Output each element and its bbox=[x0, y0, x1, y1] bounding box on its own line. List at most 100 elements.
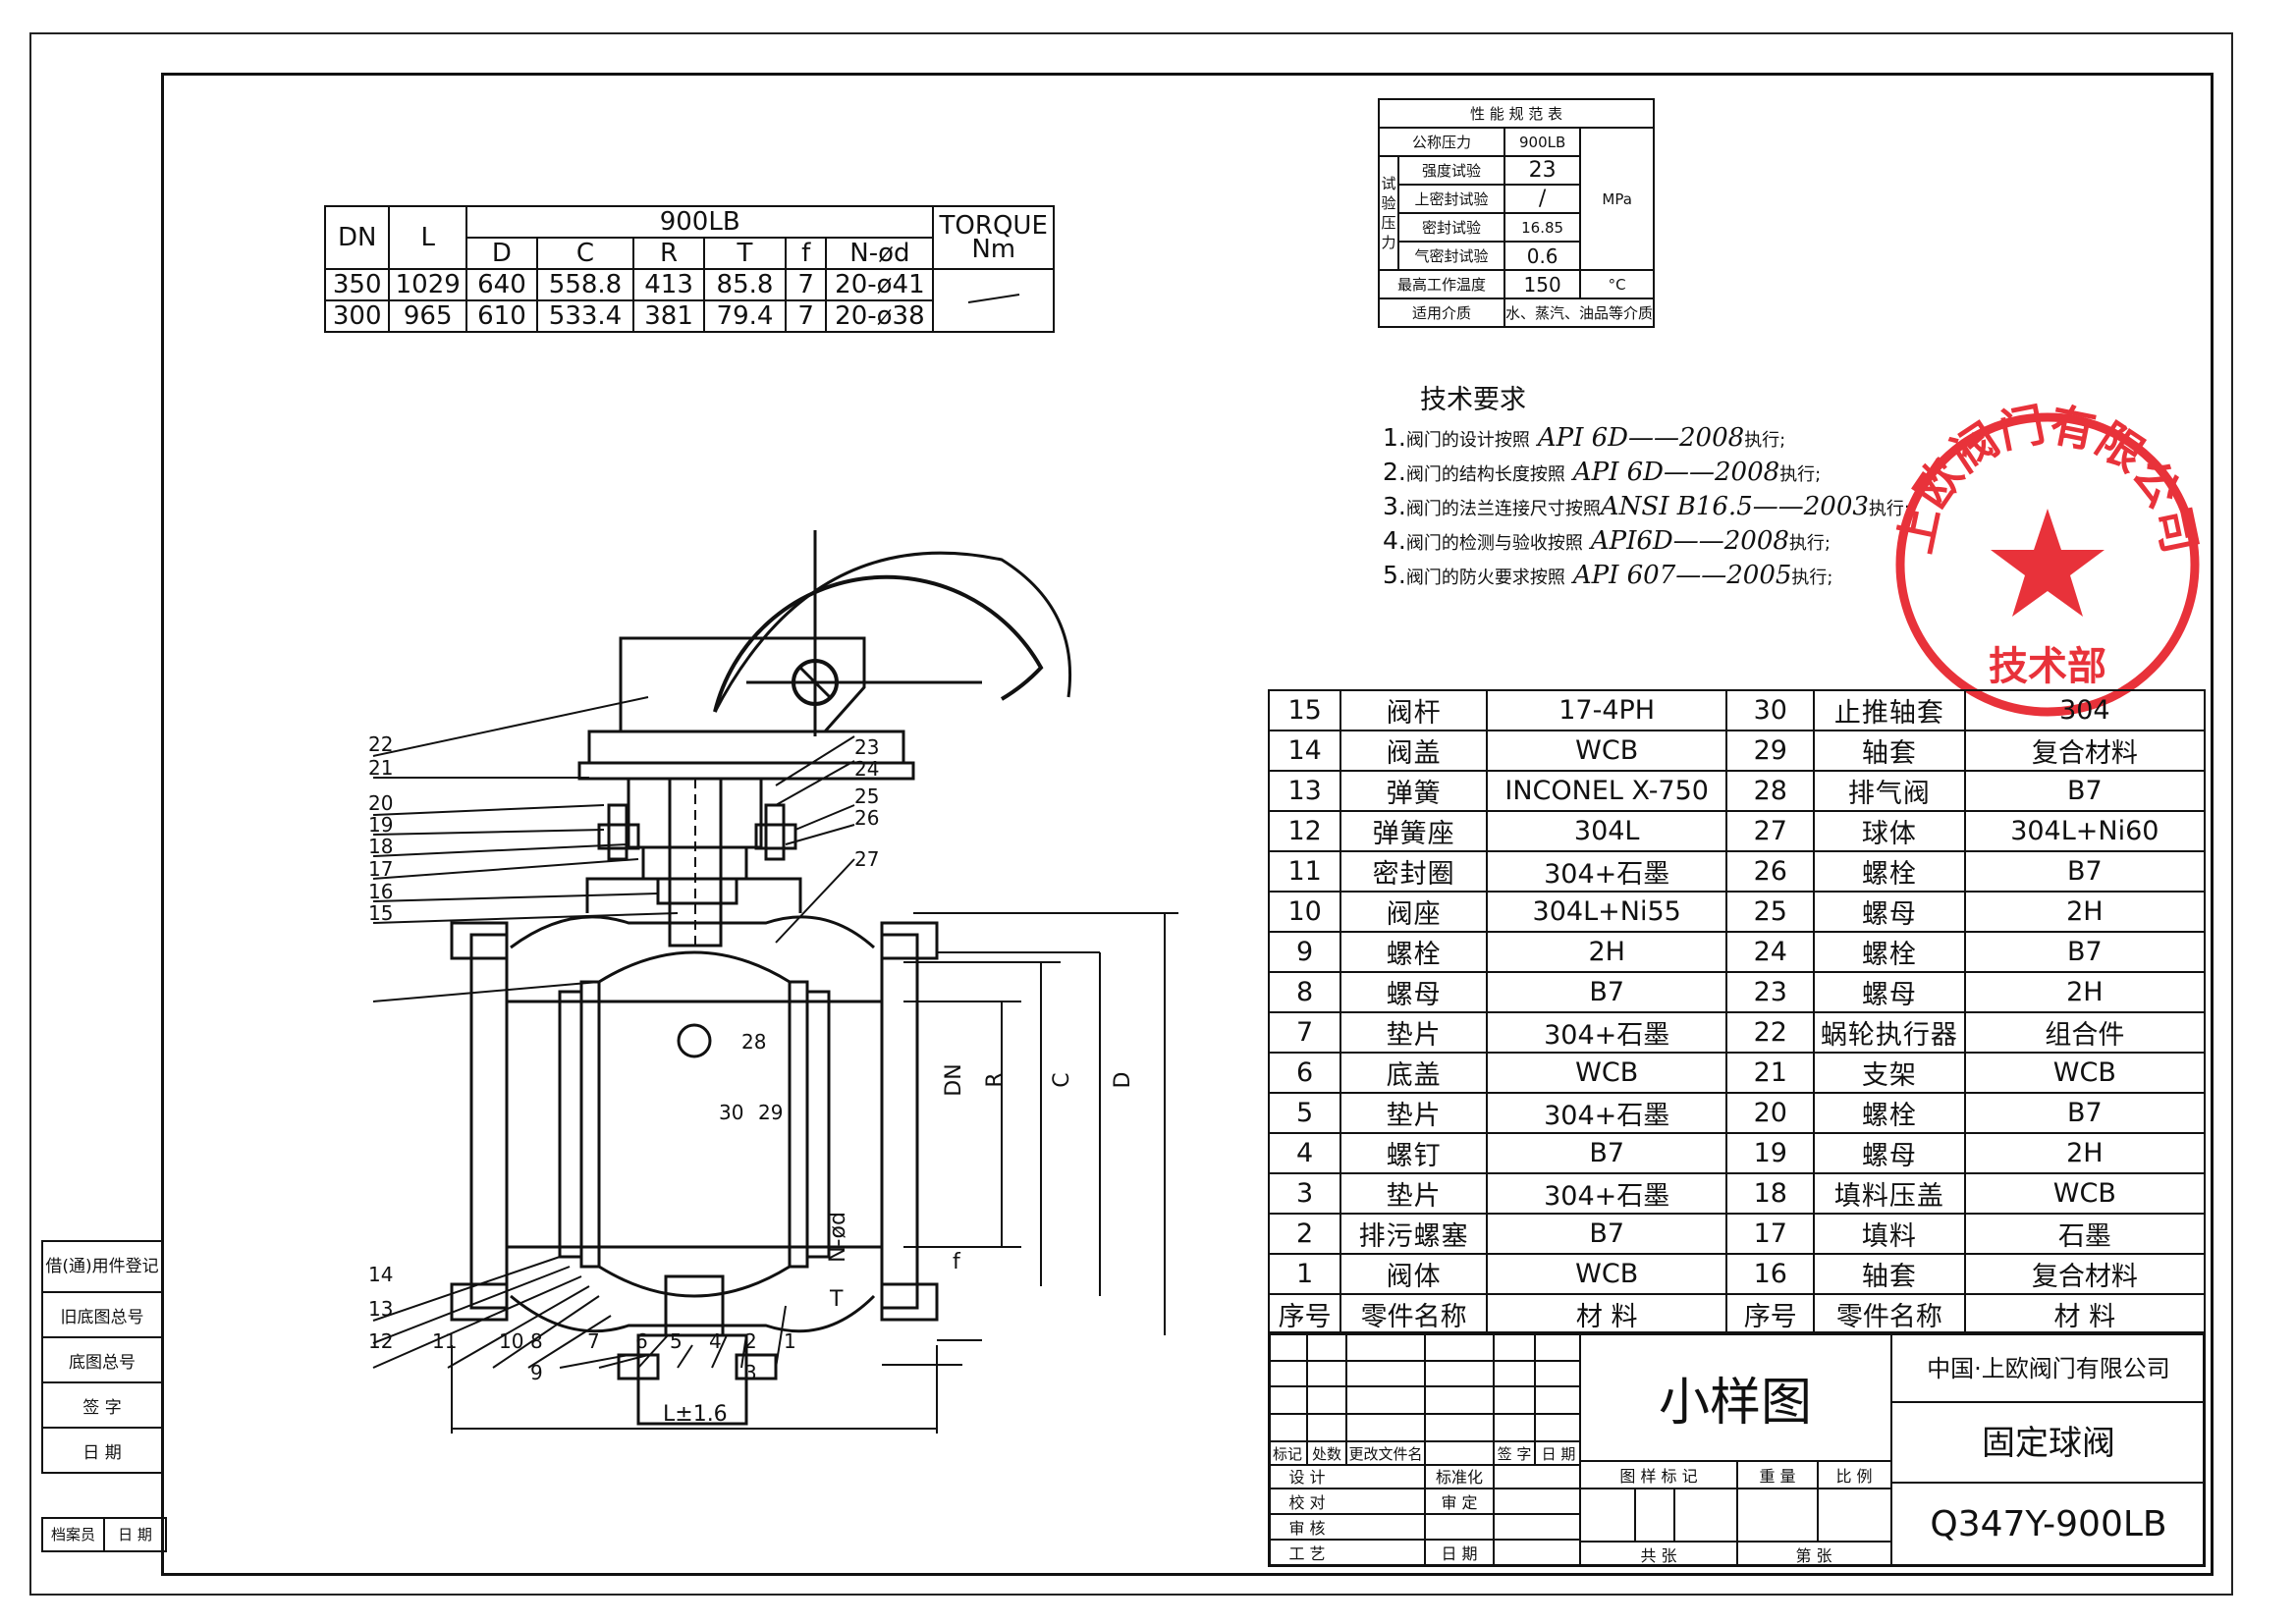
parts-cell: 17 bbox=[1725, 1213, 1816, 1255]
dim-r: R bbox=[983, 1072, 1008, 1087]
parts-cell: 蜗轮执行器 bbox=[1813, 1011, 1966, 1054]
dim-d: D bbox=[1111, 1072, 1135, 1089]
dash-mark bbox=[967, 294, 1019, 303]
hdr-f: f bbox=[784, 237, 828, 270]
perf-nominal-value: 900LB bbox=[1503, 127, 1582, 157]
valve-drawing: 22 21 20 19 18 17 16 15 14 13 12 11 10 8… bbox=[368, 530, 1178, 1434]
cell: 381 bbox=[632, 299, 706, 333]
part-label: 29 bbox=[758, 1101, 783, 1124]
parts-header: 材 料 bbox=[1485, 1293, 1728, 1335]
perf-upper-value: / bbox=[1503, 184, 1582, 214]
tech-item: 2.阀门的结构长度按照 API 6D——2008执行; bbox=[1383, 457, 1910, 491]
role-label: 校 对 bbox=[1288, 1493, 1325, 1512]
part-label: 10 bbox=[499, 1329, 523, 1353]
perf-seal-value: 16.85 bbox=[1503, 212, 1582, 243]
parts-cell: 304+石墨 bbox=[1485, 850, 1728, 893]
parts-cell: 304L bbox=[1485, 810, 1728, 852]
part-label: 6 bbox=[635, 1329, 648, 1353]
scale-label: 比 例 bbox=[1835, 1467, 1872, 1486]
tech-no: 5. bbox=[1383, 561, 1406, 589]
part-label: 13 bbox=[368, 1297, 393, 1321]
mark-label: 图 样 标 记 bbox=[1619, 1467, 1697, 1486]
tech-tail: 执行; bbox=[1744, 430, 1786, 451]
stamp-dept: 技术部 bbox=[1989, 644, 2106, 689]
grid-lines bbox=[1268, 1331, 2206, 1567]
parts-cell: 17-4PH bbox=[1485, 689, 1728, 731]
parts-cell: 14 bbox=[1267, 730, 1342, 772]
parts-cell: 23 bbox=[1725, 971, 1816, 1013]
rev-header: 处数 bbox=[1312, 1445, 1341, 1463]
parts-cell: 止推轴套 bbox=[1813, 689, 1966, 731]
star-icon bbox=[1991, 509, 2105, 617]
parts-cell: 304+石墨 bbox=[1485, 1172, 1728, 1215]
parts-cell: 24 bbox=[1725, 931, 1816, 973]
parts-cell: 21 bbox=[1725, 1052, 1816, 1094]
cell: 7 bbox=[784, 268, 828, 301]
parts-header: 零件名称 bbox=[1339, 1293, 1488, 1335]
parts-cell: 弹簧座 bbox=[1339, 810, 1488, 852]
cell: 533.4 bbox=[535, 299, 635, 333]
dim-dn: DN bbox=[942, 1063, 966, 1096]
cell: 350 bbox=[323, 268, 391, 301]
perf-temp-unit: °C bbox=[1579, 269, 1655, 299]
archive-date: 日 期 bbox=[118, 1526, 152, 1543]
parts-cell: WCB bbox=[1963, 1052, 2207, 1094]
parts-cell: 10 bbox=[1267, 891, 1342, 933]
torque-value bbox=[932, 268, 1055, 333]
hdr-t: T bbox=[703, 237, 787, 270]
parts-cell: 复合材料 bbox=[1963, 730, 2207, 772]
parts-cell: 2H bbox=[1963, 891, 2207, 933]
dim-l: L±1.6 bbox=[663, 1402, 728, 1427]
total-label: 共 张 bbox=[1640, 1546, 1676, 1565]
cell: 610 bbox=[465, 299, 538, 333]
part-label: 17 bbox=[368, 857, 393, 881]
parts-cell: 27 bbox=[1725, 810, 1816, 852]
parts-cell: INCONEL X-750 bbox=[1485, 770, 1728, 812]
perf-gas-label: 气密封试验 bbox=[1397, 241, 1505, 271]
hdr-l: L bbox=[388, 205, 467, 270]
part-label: 20 bbox=[368, 791, 393, 815]
performance-table: 性 能 规 范 表 公称压力 900LB MPa 试验压力 强度试验 23 上密… bbox=[1378, 98, 1656, 328]
perf-strength-value: 23 bbox=[1503, 155, 1582, 186]
parts-cell: 阀座 bbox=[1339, 891, 1488, 933]
part-label: 19 bbox=[368, 813, 393, 837]
outer-frame bbox=[29, 32, 2233, 1596]
tech-text: 阀门的法兰连接尺寸按照 bbox=[1405, 499, 1601, 519]
part-label: 24 bbox=[854, 757, 879, 781]
side-cell: 旧底图总号 bbox=[41, 1291, 163, 1338]
parts-cell: 轴套 bbox=[1813, 730, 1966, 772]
parts-cell: B7 bbox=[1963, 850, 2207, 893]
parts-cell: 螺母 bbox=[1813, 971, 1966, 1013]
parts-cell: 支架 bbox=[1813, 1052, 1966, 1094]
perf-media-value: 水、蒸汽、油品等介质 bbox=[1503, 298, 1656, 328]
parts-cell: B7 bbox=[1963, 770, 2207, 812]
perf-test-group: 试验压力 bbox=[1378, 155, 1399, 271]
perf-temp-value: 150 bbox=[1503, 269, 1582, 299]
parts-cell: 20 bbox=[1725, 1092, 1816, 1134]
part-label: 21 bbox=[368, 756, 393, 780]
perf-nominal-label: 公称压力 bbox=[1378, 127, 1505, 157]
parts-header: 零件名称 bbox=[1813, 1293, 1966, 1335]
perf-seal-label: 密封试验 bbox=[1397, 212, 1505, 243]
sheet-label: 第 张 bbox=[1795, 1546, 1831, 1565]
tech-no: 3. bbox=[1383, 492, 1406, 520]
cell: 20-ø41 bbox=[825, 268, 935, 301]
parts-cell: 复合材料 bbox=[1963, 1253, 2207, 1295]
parts-cell: 垫片 bbox=[1339, 1092, 1488, 1134]
side-registry-block: 借(通)用件登记 旧底图总号 底图总号 签 字 日 期 bbox=[41, 1240, 163, 1474]
parts-cell: 密封圈 bbox=[1339, 850, 1488, 893]
tech-no: 4. bbox=[1383, 526, 1406, 555]
parts-cell: 垫片 bbox=[1339, 1172, 1488, 1215]
parts-cell: 底盖 bbox=[1339, 1052, 1488, 1094]
approve-label: 审 定 bbox=[1441, 1493, 1477, 1512]
product-name: 固定球阀 bbox=[1982, 1424, 2115, 1463]
